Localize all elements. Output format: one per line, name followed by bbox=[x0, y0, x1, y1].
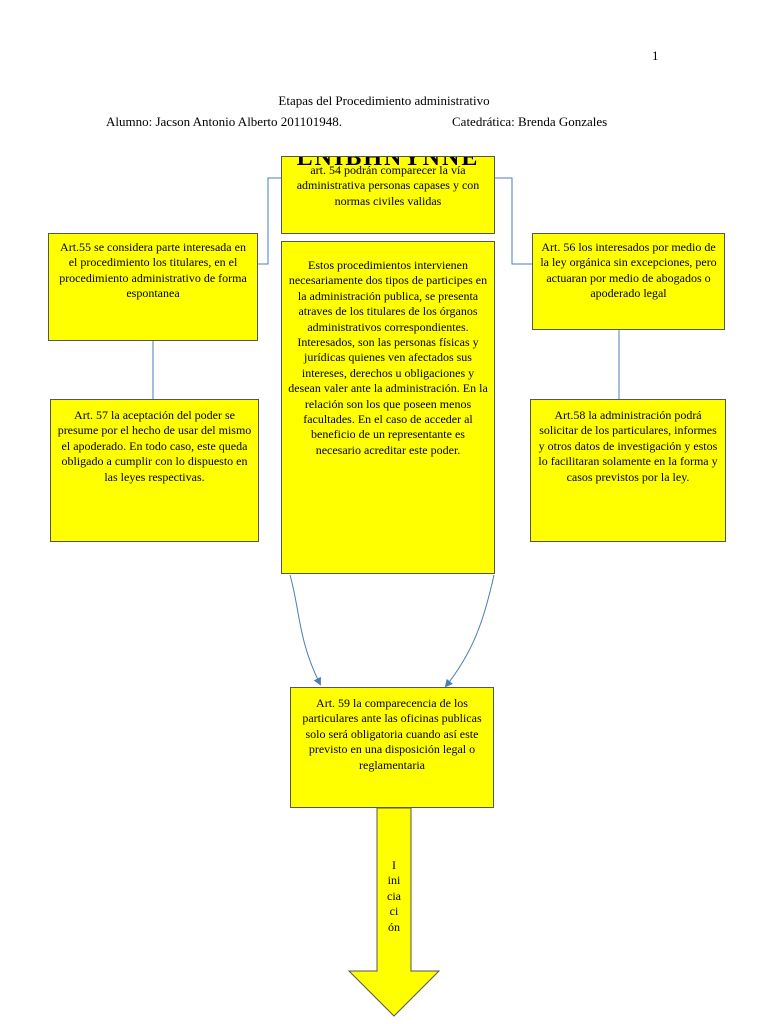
box-art54: LNIBHNYNNE art. 54 podrán comparecer la … bbox=[281, 156, 495, 234]
overlapping-text: LNIBHNYNNE bbox=[296, 156, 480, 171]
box-art59-text: Art. 59 la comparecencia de los particul… bbox=[302, 696, 482, 772]
box-art57: Art. 57 la aceptación del poder se presu… bbox=[50, 399, 259, 542]
box-center: Estos procedimientos intervienen necesar… bbox=[281, 241, 495, 574]
down-arrow-shape bbox=[347, 807, 441, 1017]
curve-arrow-right bbox=[444, 574, 495, 688]
page-number: 1 bbox=[652, 48, 659, 63]
teacher-name: Catedrática: Brenda Gonzales bbox=[452, 114, 608, 129]
document-title: Etapas del Procedimiento administrativo bbox=[278, 93, 490, 108]
arrow-label-iniciacion: I ini cia ci ón bbox=[377, 858, 411, 935]
arrow-label-part: ci bbox=[389, 904, 399, 919]
student-name: Alumno: Jacson Antonio Alberto 201101948… bbox=[106, 114, 343, 129]
box-art55: Art.55 se considera parte interesada en … bbox=[48, 233, 258, 341]
arrow-label-part: I bbox=[392, 858, 396, 872]
arrow-label-part: ón bbox=[388, 919, 400, 934]
connector-art54-art55 bbox=[258, 177, 281, 265]
box-art59: Art. 59 la comparecencia de los particul… bbox=[290, 687, 494, 808]
arrow-label-part: ini bbox=[387, 873, 401, 888]
box-art54-text: art. 54 podrán comparecer la vía adminis… bbox=[296, 163, 480, 208]
box-art58-text: Art.58 la administración podrá solicitar… bbox=[538, 408, 718, 484]
box-art56-text: Art. 56 los interesados por medio de la … bbox=[540, 240, 717, 301]
box-center-text: Estos procedimientos intervienen necesar… bbox=[288, 258, 488, 457]
box-art57-text: Art. 57 la aceptación del poder se presu… bbox=[57, 408, 252, 484]
box-art55-text: Art.55 se considera parte interesada en … bbox=[59, 240, 247, 301]
box-art56: Art. 56 los interesados por medio de la … bbox=[532, 233, 725, 330]
connector-art54-art56 bbox=[495, 177, 532, 265]
arrow-label-part: cia bbox=[387, 888, 401, 903]
box-art58: Art.58 la administración podrá solicitar… bbox=[530, 399, 726, 542]
curve-arrow-left bbox=[289, 574, 321, 686]
